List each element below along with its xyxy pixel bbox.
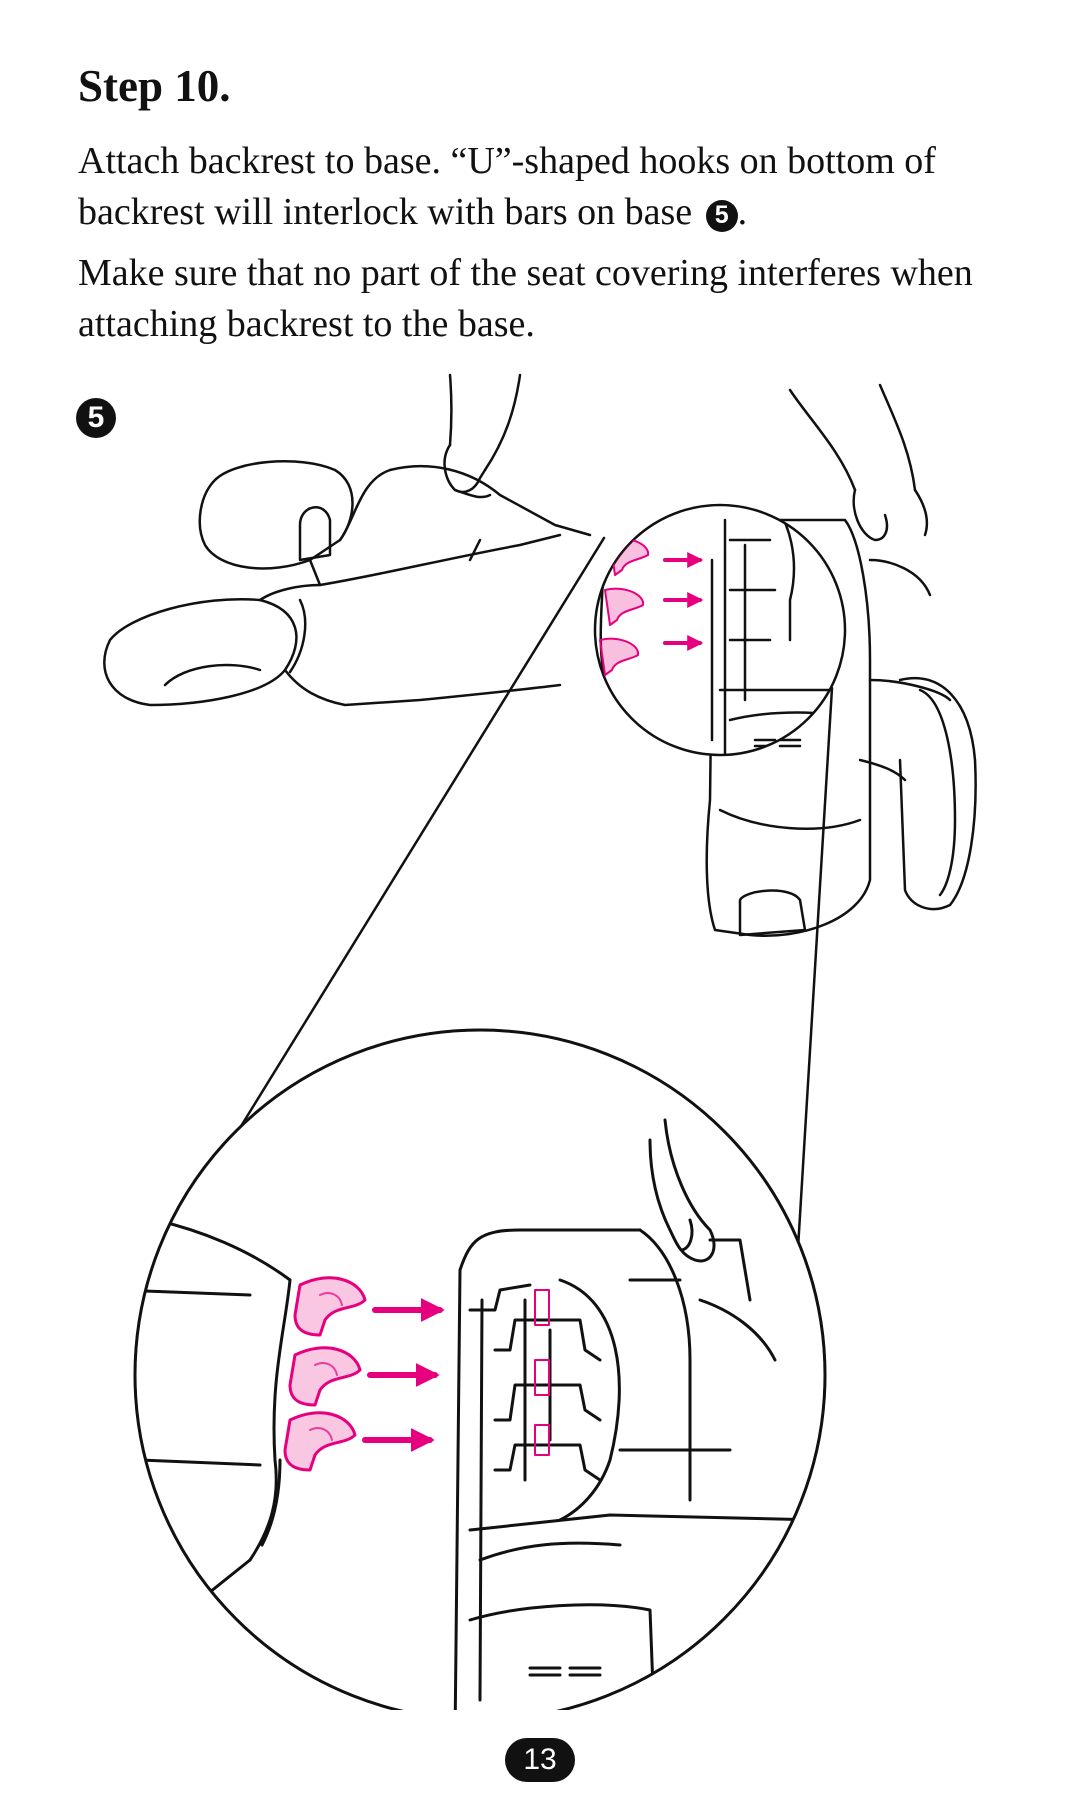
booster-backrest (705, 518, 977, 937)
detail-circle-small (593, 503, 847, 757)
backrest-attachment-illustration (103, 373, 977, 1710)
caution-paragraph: Make sure that no part of the seat cover… (78, 252, 973, 345)
figure-reference-badge: 5 (705, 199, 738, 232)
booster-seat-base (103, 460, 592, 707)
direction-arrows-small (663, 552, 704, 651)
figure-label-badge: 5 (76, 398, 116, 438)
detail-circle-large (133, 1028, 827, 1710)
right-hand (788, 383, 929, 542)
page-number: 13 (505, 1738, 575, 1782)
u-hooks-large (283, 1276, 367, 1472)
step-heading: Step 10. (78, 61, 231, 111)
instruction-period: . (737, 191, 748, 233)
base-bars-highlight (534, 1289, 550, 1456)
instruction-text: Attach backrest to base. “U”-shaped hook… (78, 140, 936, 233)
direction-arrows-large (362, 1298, 445, 1452)
instruction-paragraph: Attach backrest to base. “U”-shaped hook… (78, 136, 978, 238)
left-hand (443, 373, 522, 499)
